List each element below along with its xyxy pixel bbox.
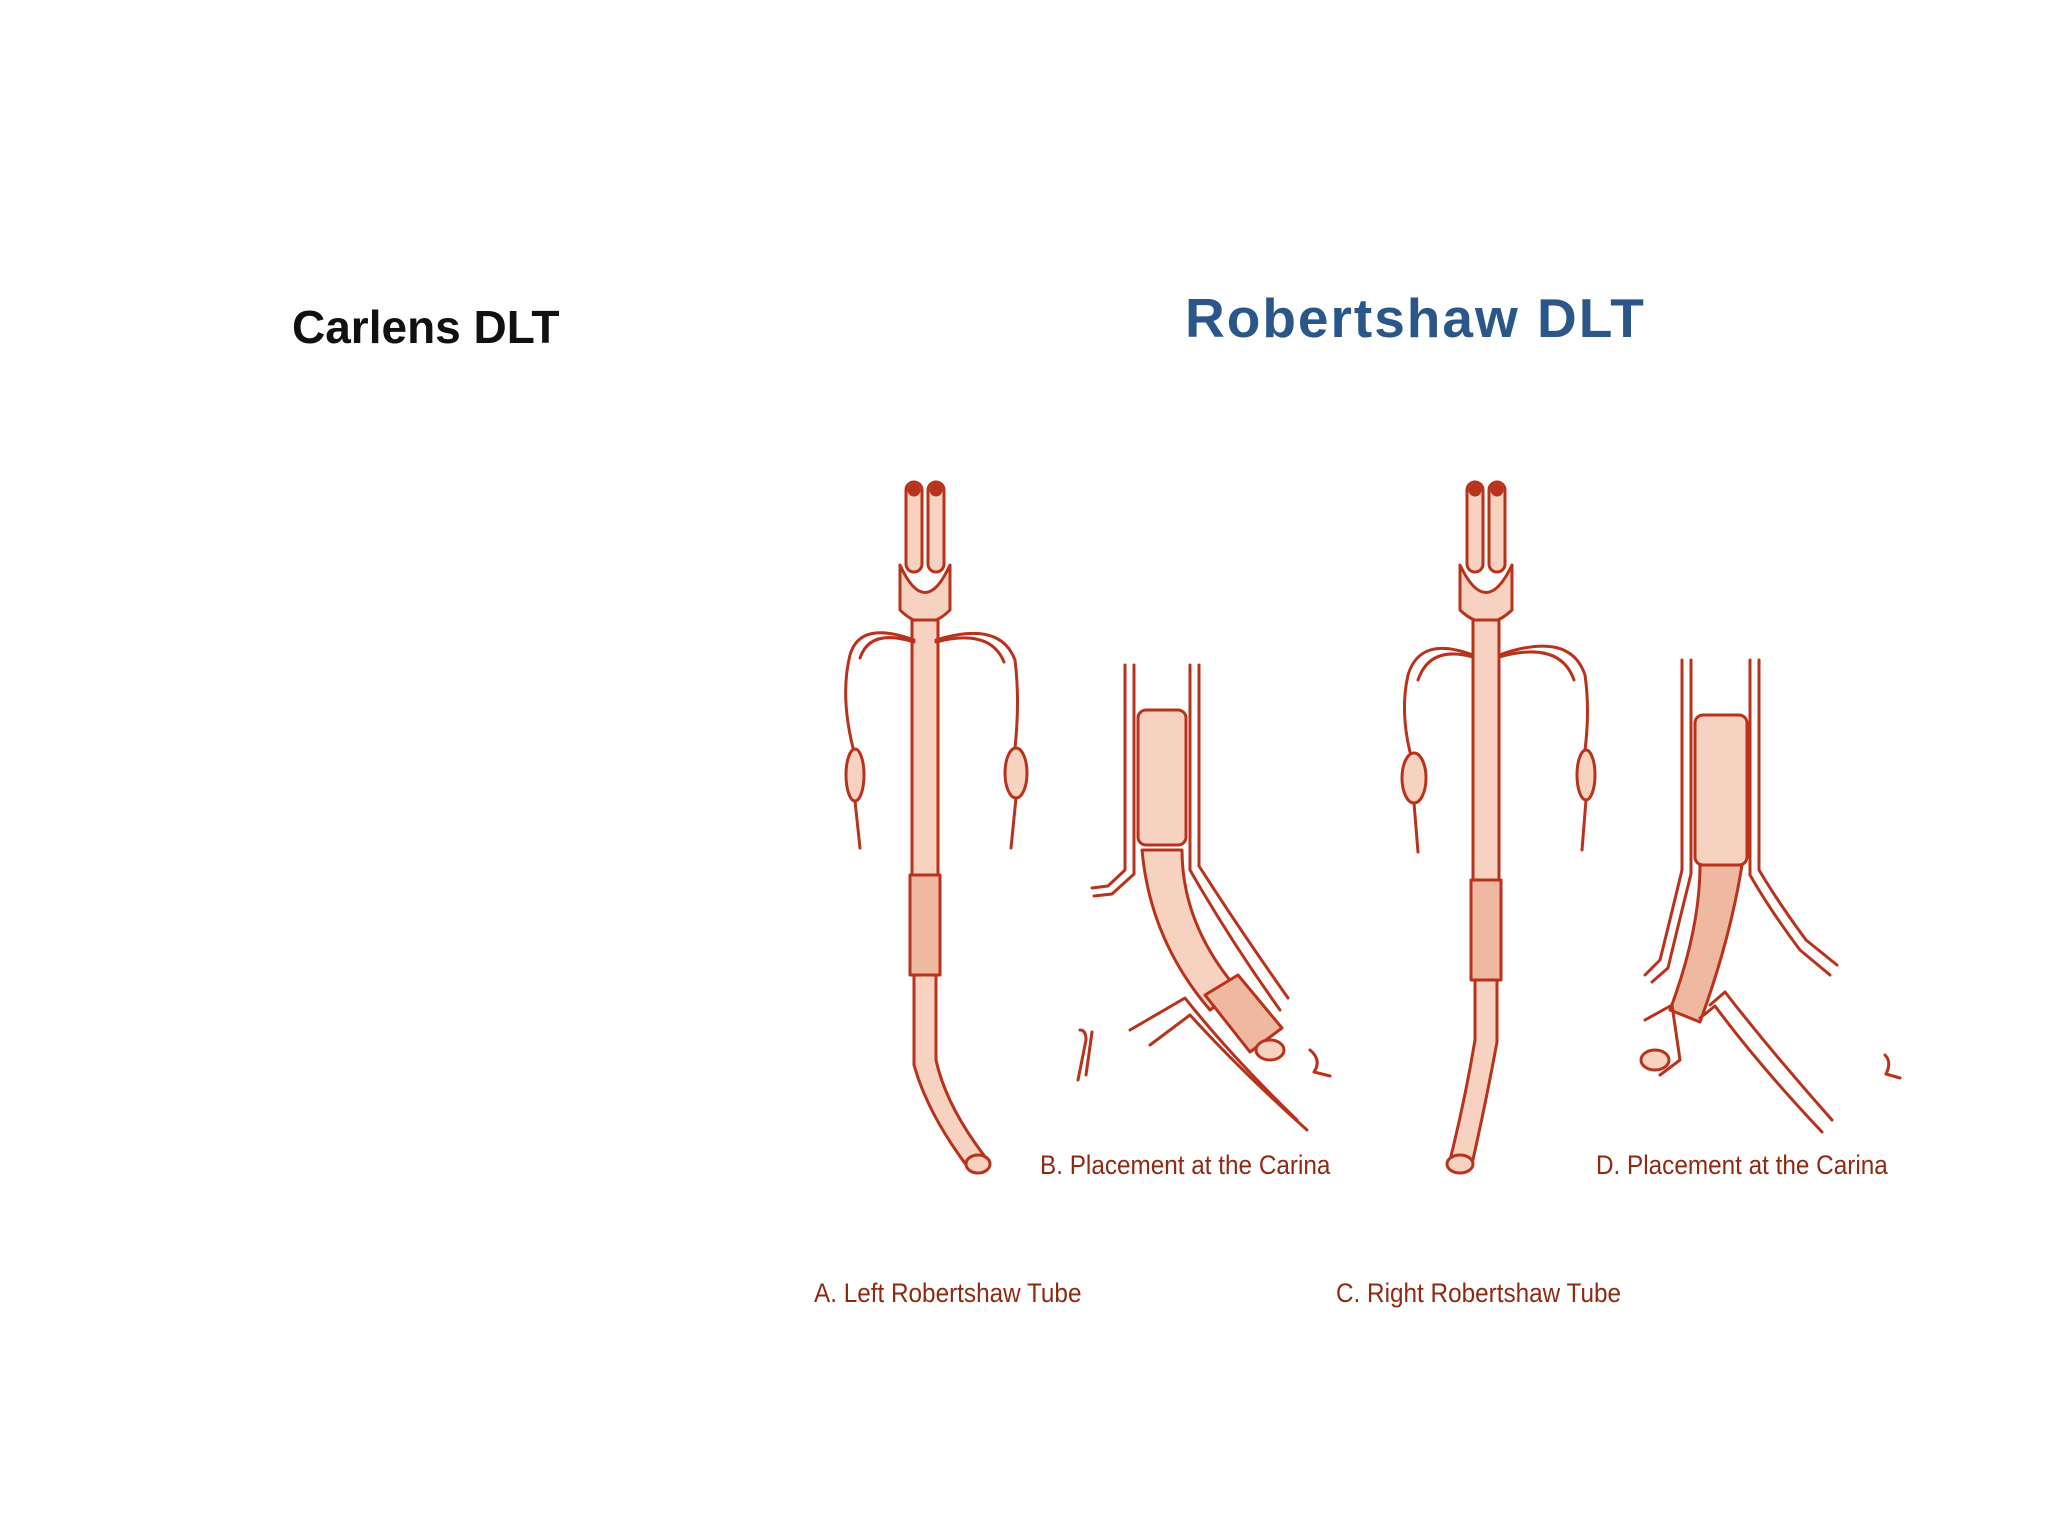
robertshaw-tube-figure: A. Left Robertshaw Tube B. Placement at … (810, 470, 1940, 1330)
caption-a: A. Left Robertshaw Tube (814, 1278, 1082, 1308)
carina-placement-left (1076, 663, 1332, 1132)
caption-d: D. Placement at the Carina (1596, 1150, 1888, 1180)
caption-c: C. Right Robertshaw Tube (1336, 1278, 1622, 1308)
robertshaw-title: Robertshaw DLT (1185, 287, 1646, 349)
carina-placement-right (1639, 658, 1902, 1134)
tube-illustration (844, 480, 1902, 1175)
right-robertshaw-tube (1400, 480, 1597, 1175)
caption-b: B. Placement at the Carina (1040, 1150, 1331, 1180)
left-robertshaw-tube (844, 480, 1029, 1175)
carlens-title: Carlens DLT (292, 301, 560, 353)
